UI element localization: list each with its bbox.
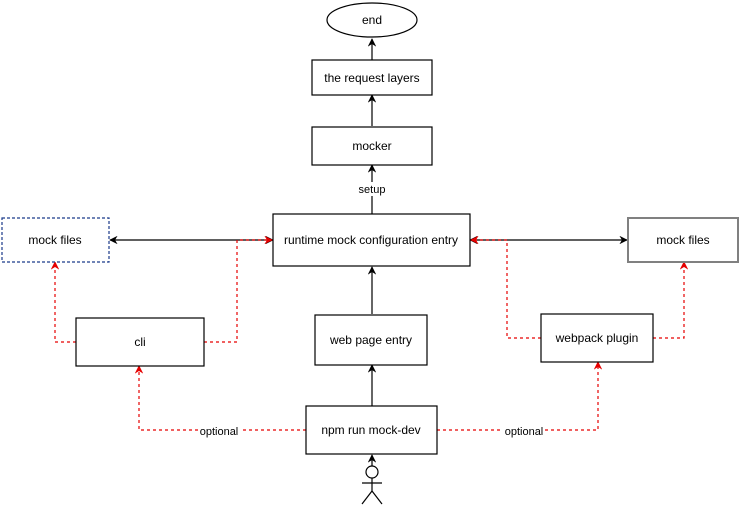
npm-run-node: npm run mock-dev xyxy=(305,405,438,455)
optional-left-label: optional xyxy=(200,426,239,438)
request-layers-node: the request layers xyxy=(311,59,433,96)
webpack-plugin-node-label: webpack plugin xyxy=(555,331,639,345)
optional-right-label-bg xyxy=(503,424,545,438)
npm-run-node-shape xyxy=(305,405,438,455)
end-node: end xyxy=(326,2,418,38)
runtime-entry-node-shape xyxy=(272,213,471,267)
cli-node-label: cli xyxy=(134,335,145,349)
edge-webpack-plugin-to-runtime xyxy=(470,235,541,339)
mock-files-right-node: mock files xyxy=(627,217,739,263)
edge-cli-to-runtime xyxy=(204,235,273,343)
runtime-entry-node-label: runtime mock configuration entry xyxy=(284,233,458,247)
request-layers-node-shape xyxy=(311,59,433,96)
runtime-entry-node: runtime mock configuration entry xyxy=(272,213,471,267)
end-node-shape xyxy=(326,2,418,38)
edge-cli-to-mock-files-left xyxy=(50,261,76,343)
npm-run-node-label: npm run mock-dev xyxy=(321,423,420,437)
mocker-node: mocker xyxy=(311,126,433,166)
web-page-entry-node-shape xyxy=(314,314,428,366)
webpack-plugin-node: webpack plugin xyxy=(540,313,654,363)
edge-npm-run-to-cli-optional xyxy=(134,365,306,431)
mock-files-right-node-shape xyxy=(627,217,739,263)
mocker-node-shape xyxy=(311,126,433,166)
webpack-plugin-node-shape xyxy=(540,313,654,363)
setup-label-bg xyxy=(355,182,389,196)
mock-files-right-node-label: mock files xyxy=(656,233,709,247)
web-page-entry-node-label: web page entry xyxy=(329,333,412,347)
mock-files-left-node-shape xyxy=(1,217,110,263)
optional-left-label-bg xyxy=(198,424,240,438)
request-layers-node-label: the request layers xyxy=(324,71,419,85)
mocker-node-label: mocker xyxy=(352,139,391,153)
setup-label: setup xyxy=(359,184,386,196)
end-node-label: end xyxy=(362,13,382,27)
web-page-entry-node: web page entry xyxy=(314,314,428,366)
edge-npm-run-to-webpack-plugin-optional xyxy=(437,361,603,431)
cli-node-shape xyxy=(75,317,205,367)
mock-files-left-node: mock files xyxy=(1,217,110,263)
stick-figure-user-icon xyxy=(361,465,383,505)
optional-right-label: optional xyxy=(505,426,544,438)
mock-files-left-node-label: mock files xyxy=(28,233,81,247)
cli-node: cli xyxy=(75,317,205,367)
edge-webpack-plugin-to-mock-files-right xyxy=(653,261,689,339)
